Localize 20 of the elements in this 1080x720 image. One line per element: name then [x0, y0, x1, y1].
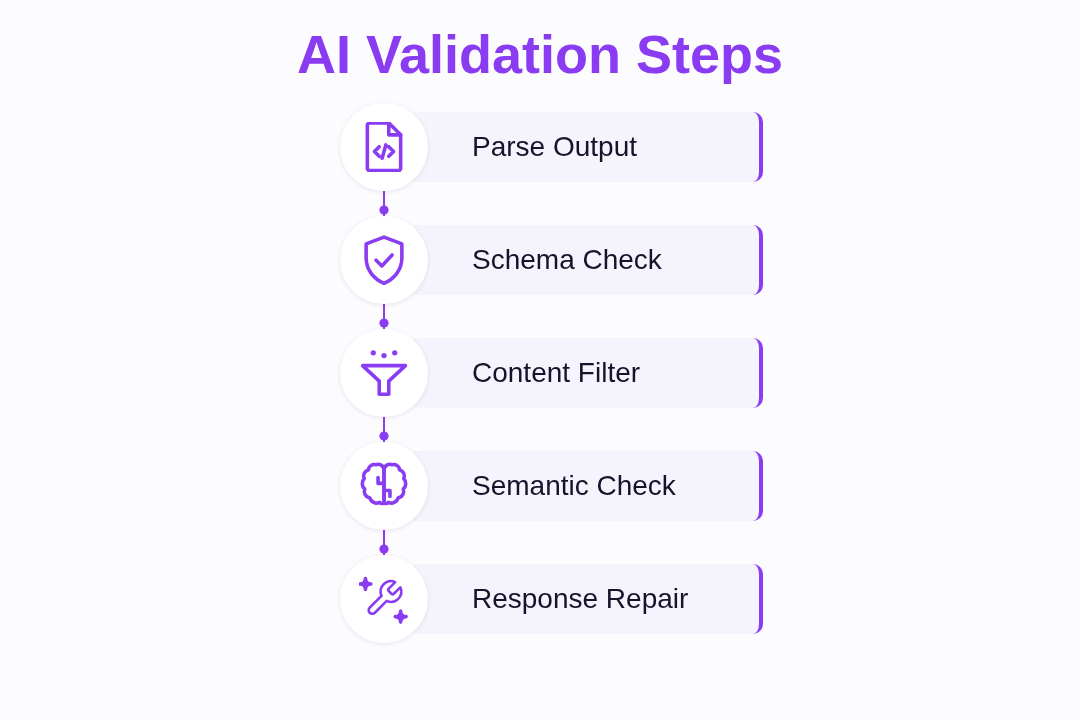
- connector-line: [379, 529, 389, 556]
- connector-line: [379, 303, 389, 330]
- icon-circle: [340, 442, 428, 530]
- title: AI Validation Steps: [296, 23, 784, 86]
- step-box: [410, 564, 763, 634]
- step-label: Schema Check: [472, 243, 662, 277]
- step-label: Semantic Check: [472, 469, 676, 503]
- step-box: [410, 225, 763, 295]
- step-box: [410, 338, 763, 408]
- icon-circle: [340, 555, 428, 643]
- icon-circle: [340, 329, 428, 417]
- step-label: Parse Output: [472, 130, 637, 164]
- step-box: [410, 112, 763, 182]
- connector-line: [379, 416, 389, 443]
- step-label: Content Filter: [472, 356, 641, 390]
- step-label: Response Repair: [472, 582, 689, 616]
- step-box: [410, 451, 763, 521]
- icon-circle: [340, 216, 428, 304]
- icon-circle: [340, 103, 428, 191]
- connector-line: [379, 190, 389, 217]
